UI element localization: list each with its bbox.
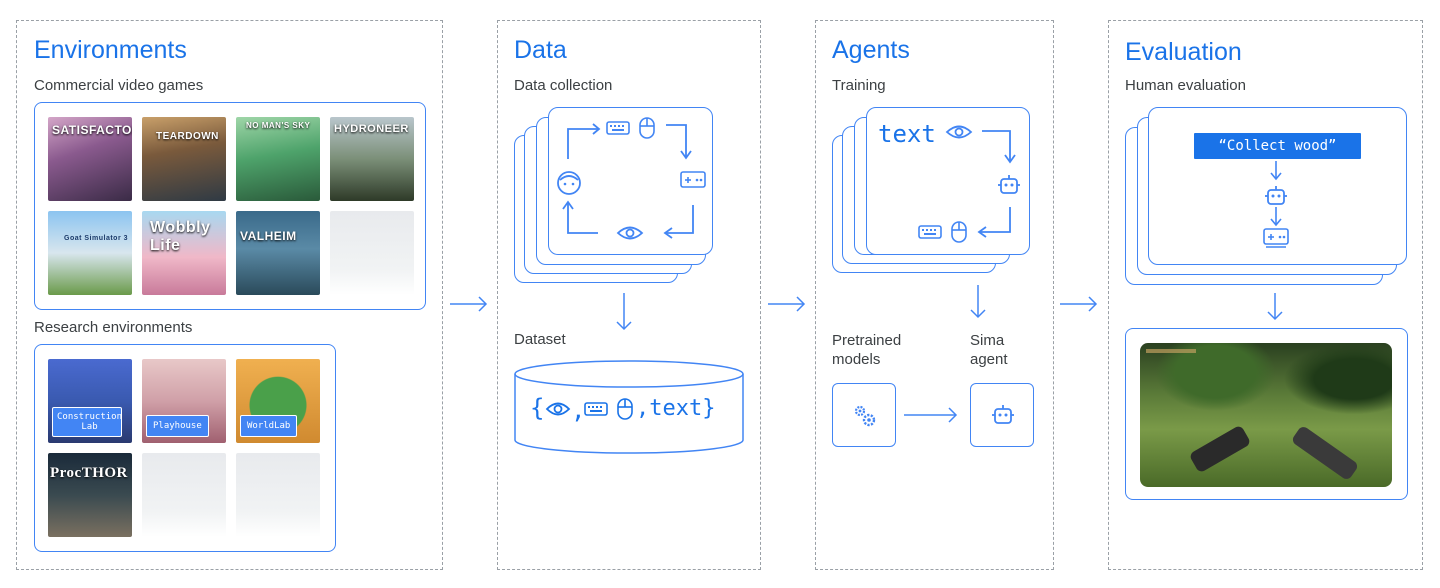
keyboard-icon <box>918 225 942 239</box>
mouse-icon <box>639 117 655 139</box>
game-thumbnail-wobbly-life: Wobbly Life <box>142 211 226 295</box>
environments-panel <box>16 20 443 570</box>
game-thumbnail-valheim: VALHEIM <box>236 211 320 295</box>
human-evaluation-label: Human evaluation <box>1125 77 1246 94</box>
training-text-token: text <box>878 120 936 148</box>
sima-agent-box <box>970 383 1034 447</box>
arrow-down-icon <box>970 285 986 319</box>
pretrained-models-label: Pretrained models <box>832 332 902 368</box>
research-thumbnail-worldlab: WorldLab <box>236 359 320 443</box>
player-arm-left <box>1188 424 1252 474</box>
evaluation-panel <box>1108 20 1423 570</box>
commercial-games-label: Commercial video games <box>34 77 204 94</box>
game-thumbnail-no-mans-sky: NO MAN'S SKY <box>236 117 320 201</box>
eye-icon <box>545 402 571 416</box>
research-thumbnail-procthor: ProcTHOR <box>48 453 132 537</box>
game-thumbnail-satisfactory: SATISFACTORY <box>48 117 132 201</box>
game-thumbnail-hydroneer: HYDRONEER <box>330 117 414 201</box>
research-thumbnail-placeholder-2 <box>236 453 320 537</box>
keyboard-icon <box>606 121 630 135</box>
mouse-icon <box>617 398 633 420</box>
eye-icon <box>616 226 644 240</box>
mouse-icon <box>951 221 967 243</box>
game-thumbnail-goat-simulator: Goat Simulator 3 <box>48 211 132 295</box>
pretrained-models-box <box>832 383 896 447</box>
agents-title: Agents <box>832 36 910 64</box>
keyboard-icon <box>584 402 608 416</box>
game-controller-icon <box>680 171 706 188</box>
data-panel <box>497 20 761 570</box>
robot-icon <box>1265 186 1287 205</box>
research-thumbnail-construction-lab: Construction Lab <box>48 359 132 443</box>
data-collection-loop <box>562 123 694 239</box>
research-thumbnail-placeholder-1 <box>142 453 226 537</box>
sima-agent-label: Sima agent <box>970 332 1008 368</box>
arrow-down-icon <box>616 293 632 331</box>
eye-icon <box>945 125 973 139</box>
game-hud <box>1146 349 1196 353</box>
game-thumbnail-placeholder <box>330 211 414 295</box>
gameplay-screenshot <box>1140 343 1392 487</box>
gears-icon <box>854 405 876 427</box>
evaluation-title: Evaluation <box>1125 38 1242 66</box>
training-loop <box>977 130 1016 238</box>
arrow-right-icon <box>904 407 958 423</box>
robot-icon <box>992 405 1014 424</box>
instruction-box: “Collect wood” <box>1194 133 1361 159</box>
face-icon <box>557 171 581 195</box>
dataset-text-token: ,text} <box>636 396 716 421</box>
dataset-cylinder <box>514 360 744 454</box>
data-title: Data <box>514 36 567 64</box>
game-controller-icon <box>1263 228 1289 248</box>
dataset-label: Dataset <box>514 331 566 348</box>
dataset-comma: , <box>571 396 586 424</box>
agents-panel <box>815 20 1054 570</box>
research-thumbnail-playhouse: Playhouse <box>142 359 226 443</box>
arrow-right-icon <box>450 296 488 312</box>
arrow-right-icon <box>1060 296 1098 312</box>
data-collection-label: Data collection <box>514 77 613 94</box>
game-thumbnail-teardown: TEARDOWN <box>142 117 226 201</box>
research-environments-label: Research environments <box>34 319 193 336</box>
instruction-text: “Collect wood” <box>1218 138 1337 154</box>
arrow-right-icon <box>768 296 806 312</box>
arrow-down-icon <box>1267 293 1283 321</box>
arrow-down-icon <box>1270 161 1282 181</box>
dataset-brace-open: { <box>530 394 545 422</box>
player-arm-right <box>1290 424 1360 482</box>
robot-icon <box>998 175 1020 194</box>
arrow-down-icon <box>1270 207 1282 227</box>
environments-title: Environments <box>34 36 187 64</box>
training-label: Training <box>832 77 886 94</box>
